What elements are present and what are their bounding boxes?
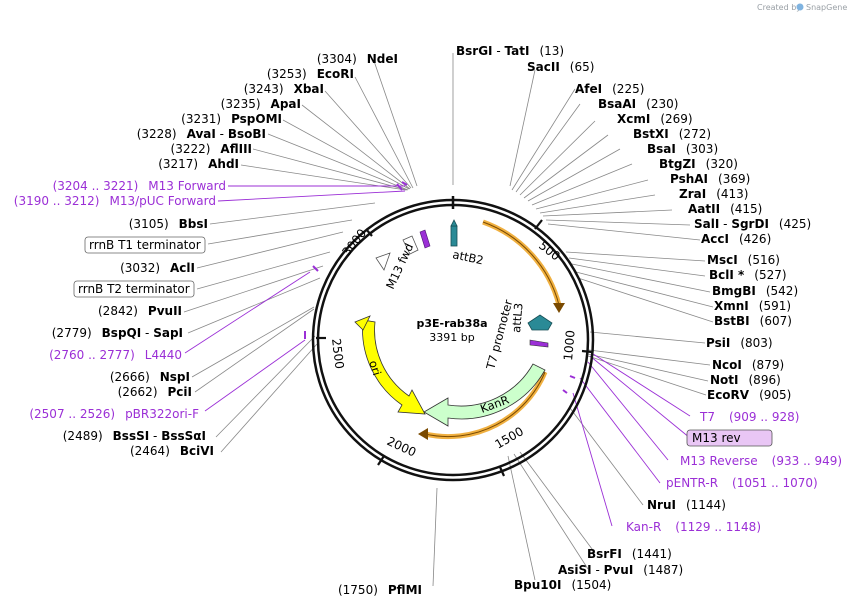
- site-pcii[interactable]: (2662)PciI: [118, 385, 192, 399]
- site-asisi[interactable]: AsiSI - PvuI(1487): [558, 563, 683, 577]
- arrow-head-icon: [553, 303, 565, 313]
- site-pflmi[interactable]: (1750)PflMI: [338, 583, 422, 597]
- tick-label-1500: 1500: [493, 424, 526, 451]
- site-bsrfi[interactable]: BsrFI(1441): [587, 547, 672, 561]
- site-pshai[interactable]: PshAI(369): [670, 172, 750, 186]
- tick-label-1000: 1000: [561, 330, 578, 362]
- site-bsssi[interactable]: (2489)BssSI - BssSαI: [63, 429, 206, 443]
- primer-m13-forward[interactable]: (3204 .. 3221)M13 Forward: [53, 179, 226, 193]
- site-xbai[interactable]: (3243)XbaI: [244, 82, 324, 96]
- feature-ori[interactable]: [362, 319, 426, 415]
- site-sali[interactable]: SalI - SgrDI(425): [694, 217, 811, 231]
- site-bsrgi[interactable]: BsrGI - TatI(13): [456, 44, 564, 58]
- feature-attb2[interactable]: [450, 219, 458, 247]
- tick-label-2500: 2500: [329, 338, 347, 370]
- site-bsaai[interactable]: BsaAI(230): [598, 97, 678, 111]
- site-xcmi[interactable]: XcmI(269): [617, 112, 693, 126]
- feature-orange-arc-top-core: [482, 221, 560, 306]
- site-bspqi[interactable]: (2779)BspQI - SapI: [52, 326, 183, 340]
- site-sacii[interactable]: SacII(65): [527, 60, 594, 74]
- ori-arrow-tail: [354, 315, 371, 331]
- feature-rrnb-t1-terminator[interactable]: rrnB T1 terminator: [84, 236, 206, 254]
- site-bstxi[interactable]: BstXI(272): [633, 127, 711, 141]
- feature-rrnb-t1-label: rrnB T1 terminator: [89, 238, 201, 252]
- primer-m13rev-label: M13 rev: [692, 431, 741, 445]
- feature-m13fwd-label: M13 fwd: [383, 241, 416, 291]
- primer-leaders: [184, 185, 691, 527]
- feature-orange-arc-top[interactable]: [482, 219, 562, 306]
- feature-attl3-label: attL3: [509, 302, 526, 333]
- credit-brand: SnapGene: [806, 3, 847, 12]
- site-name: BsrGI: [456, 44, 493, 58]
- site-apai[interactable]: (3235)ApaI: [221, 97, 301, 111]
- feature-m13fwd[interactable]: [375, 229, 431, 271]
- primer-kan-r[interactable]: Kan-R(1129 .. 1148): [626, 520, 761, 534]
- svg-text:BsrGI - TatI(13): BsrGI - TatI(13): [456, 44, 564, 58]
- site-bmgbi[interactable]: BmgBI(542): [712, 284, 798, 298]
- site-noti[interactable]: NotI(896): [710, 373, 781, 387]
- site-nrui[interactable]: NruI(1144): [647, 498, 726, 512]
- plasmid-name: p3E-rab38a: [416, 317, 487, 330]
- site-afliii[interactable]: (3222)AflIII: [171, 142, 252, 156]
- site-bcivi[interactable]: (2464)BciVI: [130, 444, 214, 458]
- primer-ring-marks: [304, 181, 576, 394]
- site-acli[interactable]: (3032)AclI: [120, 261, 195, 275]
- tick-marks: [316, 219, 593, 477]
- arrow-head-icon: [418, 428, 428, 440]
- primer-l4440[interactable]: (2760 .. 2777)L4440: [49, 348, 182, 362]
- primer-pentr-r[interactable]: pENTR-R(1051 .. 1070): [666, 476, 818, 490]
- site-pspomi[interactable]: (3231)PspOMI: [181, 112, 282, 126]
- site-pvuii[interactable]: (2842)PvuII: [98, 304, 182, 318]
- feature-attb2-label: attB2: [451, 247, 485, 267]
- primer-m13rev[interactable]: M13 rev: [686, 429, 773, 447]
- plasmid-length: 3391 bp: [429, 331, 474, 344]
- site-psii[interactable]: PsiI(803): [706, 336, 773, 350]
- site-msci[interactable]: MscI(516): [707, 253, 780, 267]
- site-ecorv[interactable]: EcoRV(905): [707, 388, 791, 402]
- feature-t7-primer-mark[interactable]: [529, 339, 549, 348]
- site-avai[interactable]: (3228)AvaI - BsoBI: [137, 127, 266, 141]
- site-ahdi[interactable]: (3217)AhdI: [158, 157, 239, 171]
- site-bsai[interactable]: BsaI(303): [647, 142, 718, 156]
- primer-m13reverse[interactable]: M13 Reverse(933 .. 949): [680, 454, 842, 468]
- site-bpu10i[interactable]: Bpu10I(1504): [514, 578, 611, 592]
- feature-attl3[interactable]: [527, 314, 553, 331]
- feature-ori-label: ori: [366, 359, 384, 378]
- feature-rrnb-t2-label: rrnB T2 terminator: [78, 282, 190, 296]
- primer-m13-puc-forward[interactable]: (3190 .. 3212)M13/pUC Forward: [14, 194, 216, 208]
- site-acci[interactable]: AccI(426): [701, 232, 771, 246]
- tick-label-500: 500: [536, 238, 563, 263]
- site-ecori[interactable]: (3253)EcoRI: [267, 67, 354, 81]
- feature-t7promoter-label: T7 promoter: [483, 298, 515, 372]
- site-nspi[interactable]: (2666)NspI: [110, 370, 190, 384]
- site-zrai[interactable]: ZraI(413): [679, 187, 748, 201]
- feature-orange-arc-bottom-core: [424, 371, 546, 438]
- primer-t7[interactable]: T7(909 .. 928): [699, 410, 799, 424]
- site-aatii[interactable]: AatII(415): [688, 202, 762, 216]
- leader-lines: [183, 53, 714, 587]
- feature-rrnb-t2-terminator[interactable]: rrnB T2 terminator: [73, 280, 195, 298]
- site-ncoi[interactable]: NcoI(879): [712, 358, 784, 372]
- snapgene-logo-icon: [796, 3, 804, 11]
- credit: Created by SnapGene: [757, 3, 847, 12]
- site-ndei[interactable]: (3304)NdeI: [317, 52, 398, 66]
- site-bbsi[interactable]: (3105)BbsI: [129, 217, 208, 231]
- primer-pbr322ori-f[interactable]: (2507 .. 2526)pBR322ori-F: [29, 407, 199, 421]
- feature-kanr[interactable]: [423, 363, 546, 427]
- site-afei[interactable]: AfeI(225): [575, 82, 644, 96]
- site-bstbi[interactable]: BstBI(607): [714, 314, 792, 328]
- tick-label-2000: 2000: [385, 434, 419, 460]
- site-bcli[interactable]: BclI *(527): [709, 268, 787, 282]
- site-btgzi[interactable]: BtgZI(320): [659, 157, 738, 171]
- site-xmni[interactable]: XmnI(591): [714, 299, 791, 313]
- credit-prefix: Created by: [757, 3, 801, 12]
